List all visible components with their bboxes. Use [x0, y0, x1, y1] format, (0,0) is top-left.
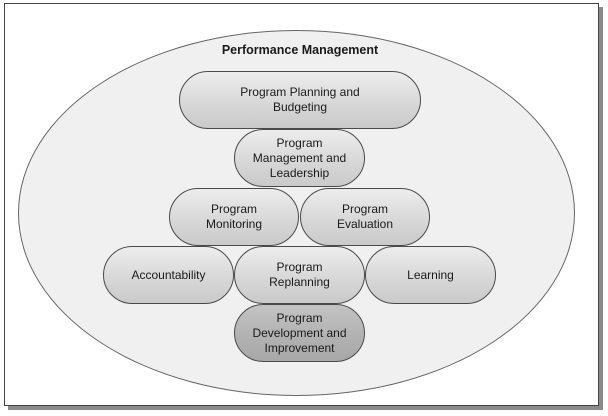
- node-program-management-leadership: Program Management and Leadership: [234, 129, 365, 187]
- node-learning: Learning: [365, 246, 496, 304]
- node-accountability: Accountability: [103, 246, 234, 304]
- node-program-development-improvement: Program Development and Improvement: [234, 304, 365, 362]
- node-program-replanning: Program Replanning: [234, 246, 365, 304]
- node-program-monitoring: Program Monitoring: [169, 188, 299, 246]
- node-program-planning-budgeting: Program Planning and Budgeting: [179, 71, 421, 129]
- diagram-title: Performance Management: [221, 43, 379, 57]
- node-program-evaluation: Program Evaluation: [300, 188, 430, 246]
